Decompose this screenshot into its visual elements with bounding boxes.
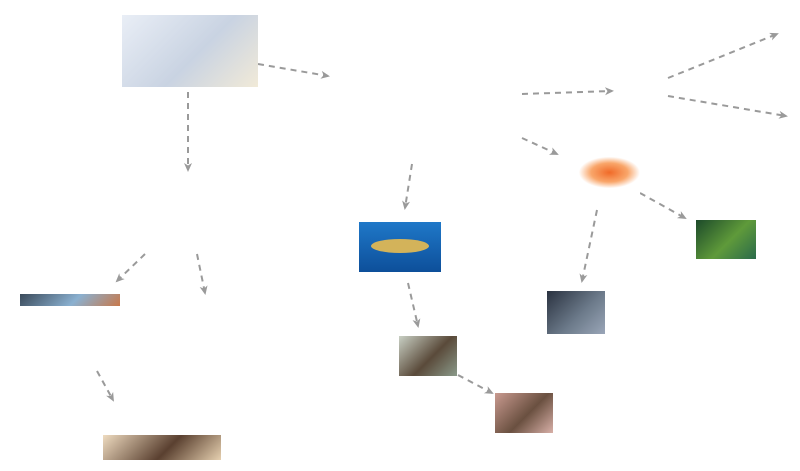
arrow [257, 63, 330, 79]
arrow [115, 253, 146, 283]
arrow [667, 95, 788, 119]
arrow [402, 163, 413, 210]
arrow [196, 253, 208, 295]
seaweed-image [696, 220, 756, 259]
arrow [407, 282, 421, 328]
arrow [579, 209, 598, 283]
cod-fish-image [359, 222, 441, 272]
arrow [457, 374, 494, 394]
krill-plankton-image [547, 291, 605, 334]
fish-shape [371, 239, 429, 253]
arrow [667, 32, 779, 79]
arrow [521, 137, 559, 155]
arrow [521, 87, 614, 96]
shrimp-image [572, 150, 640, 195]
polar-bears-image [122, 15, 258, 87]
partial-image [103, 435, 221, 460]
arrow [639, 192, 687, 219]
clams-in-hands-image [495, 393, 553, 433]
arrow [96, 370, 114, 402]
crab-image [399, 336, 457, 376]
partial-image [20, 294, 120, 306]
